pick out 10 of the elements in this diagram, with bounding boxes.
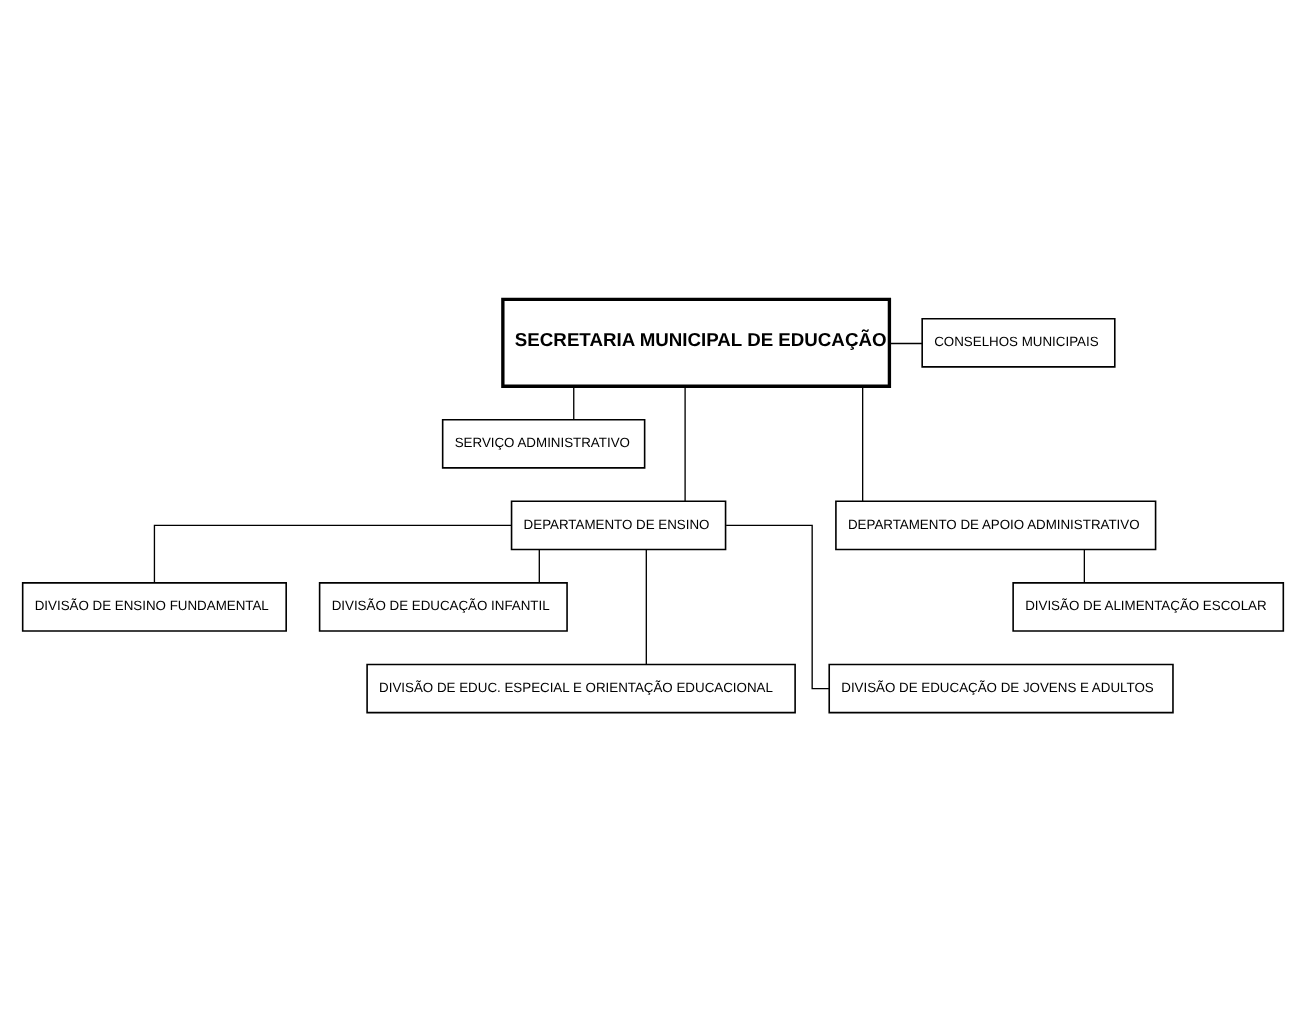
- connector: [862, 384, 864, 501]
- connector: [1083, 548, 1086, 583]
- connector: [538, 548, 540, 583]
- connector: [684, 384, 686, 501]
- node-box: SECRETARIA MUNICIPAL DE EDUCAÇÃO: [501, 296, 892, 387]
- connector: [153, 523, 513, 583]
- connector: [645, 547, 647, 665]
- connector: [889, 341, 923, 344]
- connector: [725, 523, 830, 689]
- connector: [573, 385, 575, 420]
